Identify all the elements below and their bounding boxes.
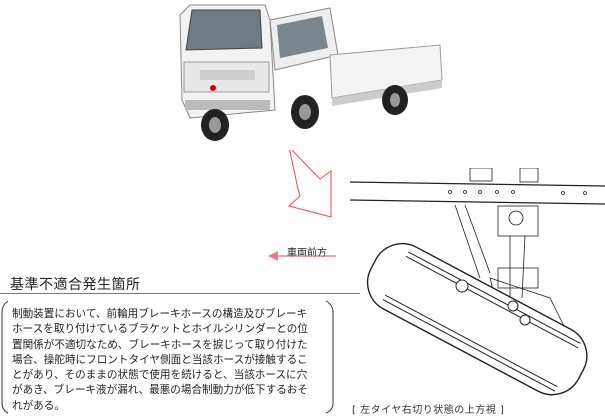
description-line: とがあり、そのままの状態で使用を続けると、当該ホースに穴 xyxy=(12,369,308,382)
description-text: 制動装置において、前輪用ブレーキホースの構造及びブレーキ ホースを取り付けている… xyxy=(12,307,328,414)
description-bracket xyxy=(1,300,334,414)
pointer-arrow-icon xyxy=(288,150,332,218)
description-line: があき、ブレーキ液が漏れ、最悪の場合制動力が低下するおそ xyxy=(12,384,308,397)
brake-hose-detail-drawing xyxy=(350,168,605,396)
vehicle-front-label: 車両前方 xyxy=(287,248,327,259)
vehicle-front-arrow-icon xyxy=(268,251,336,261)
description-line: 場合、操舵時にフロントタイヤ側面と当該ホースが接触するこ xyxy=(12,353,308,366)
section-heading: 基準不適合発生箇所 xyxy=(10,277,141,293)
heading-divider xyxy=(0,293,360,294)
description-line: 置関係が不適切なため、ブレーキホースを捩じって取り付けた xyxy=(12,338,308,351)
description-line: ホースを取り付けているブラケットとホイルシリンダーとの位 xyxy=(12,323,308,336)
figure-caption: [ 左タイヤ右切り状態の上方視 ] xyxy=(352,405,505,416)
description-line: 制動装置において、前輪用ブレーキホースの構造及びブレーキ xyxy=(12,308,308,320)
truck-image xyxy=(179,4,443,141)
description-line: れがある。 xyxy=(12,399,65,412)
